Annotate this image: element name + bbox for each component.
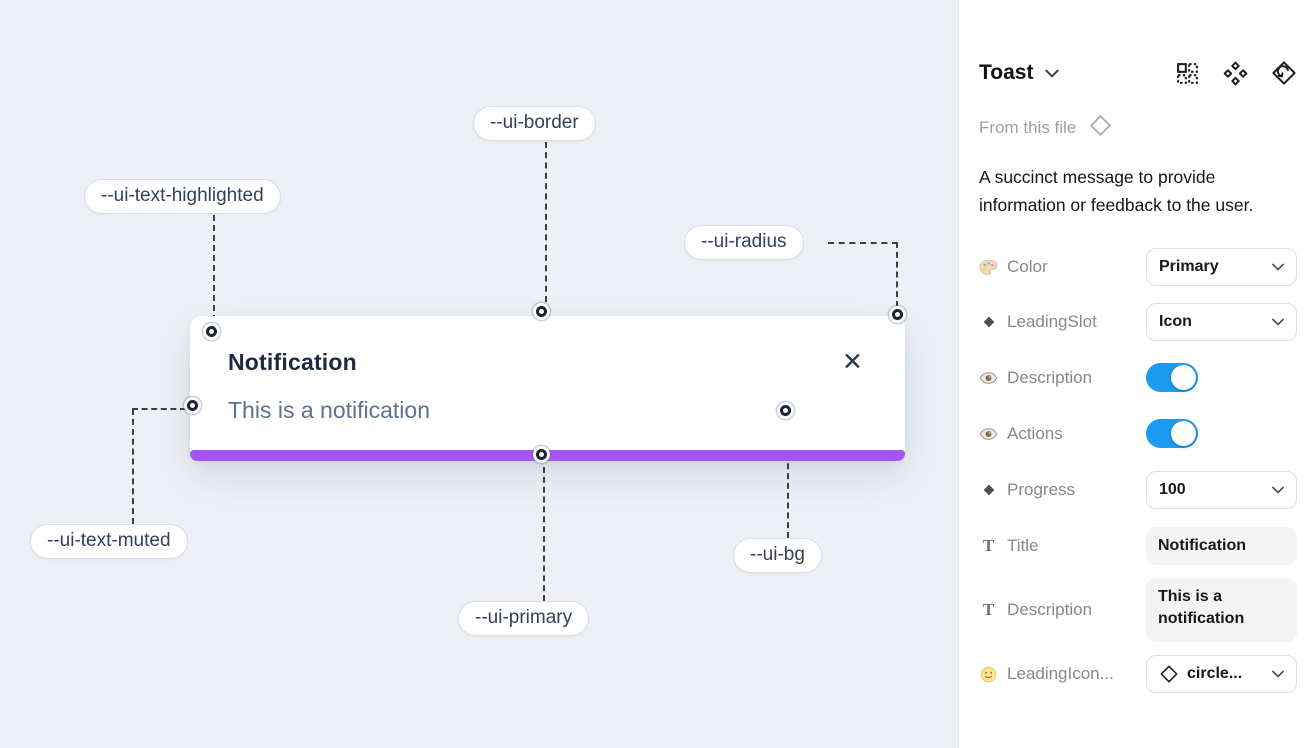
prop-label-title: T Title [979, 536, 1146, 556]
component-canvas: Notification This is a notification ✕ --… [0, 0, 958, 748]
source-label: From this file [979, 118, 1077, 137]
prop-label-leading-slot: LeadingSlot [979, 312, 1146, 332]
component-name[interactable]: Toast [979, 61, 1034, 84]
smiley-icon [979, 666, 998, 683]
prop-row-leading-icon: LeadingIcon... circle... [979, 655, 1297, 693]
instance-grid-icon[interactable] [1175, 61, 1200, 86]
prop-row-description-toggle: Description [979, 363, 1297, 392]
source-row: From this file [979, 113, 1113, 143]
component-description: A succinct message to provide informatio… [979, 167, 1254, 215]
connector-dot-border [536, 306, 547, 317]
prop-row-leading-slot: LeadingSlot Icon [979, 303, 1297, 341]
toggle-knob [1171, 421, 1196, 446]
prop-label-description: Description [979, 368, 1146, 388]
actions-toggle[interactable] [1146, 419, 1198, 448]
prop-row-progress: Progress 100 [979, 471, 1297, 509]
connector-line-bg [787, 424, 789, 538]
toggle-knob [1171, 365, 1196, 390]
title-input[interactable]: Notification [1146, 527, 1297, 565]
properties-panel: Toast [958, 0, 1312, 748]
connector-line-text-muted-h [132, 408, 186, 410]
panel-header: Toast [979, 55, 1297, 91]
connector-line-text-muted-v [132, 409, 134, 524]
connector-dot-radius [892, 309, 903, 320]
diamond-outline-icon [1159, 664, 1179, 684]
connector-line-border [545, 142, 547, 302]
connector-line-radius-h [828, 242, 898, 244]
header-icons [1175, 60, 1297, 86]
prop-label-actions: Actions [979, 424, 1146, 444]
prop-label-color: Color [979, 257, 1146, 277]
chevron-down-icon [1272, 318, 1284, 326]
progress-select[interactable]: 100 [1146, 471, 1297, 509]
diamond-icon [979, 315, 998, 329]
prop-label-progress: Progress [979, 480, 1146, 500]
text-icon: T [982, 536, 995, 555]
prop-row-title: T Title Notification [979, 527, 1297, 565]
token-label-ui-text-highlighted: --ui-text-highlighted [84, 179, 281, 214]
prop-row-actions-toggle: Actions [979, 419, 1297, 448]
chevron-down-icon [1272, 263, 1284, 271]
text-icon: T [982, 600, 995, 619]
toast-progress-bar [190, 450, 905, 461]
connector-line-text-highlighted [213, 215, 215, 321]
close-icon[interactable]: ✕ [842, 348, 863, 376]
description-input[interactable]: This is a notification [1146, 578, 1297, 642]
leading-slot-select[interactable]: Icon [1146, 303, 1297, 341]
prop-row-description-field: T Description This is a notification [979, 578, 1297, 642]
toast-description: This is a notification [228, 397, 430, 423]
connector-line-radius-v [896, 242, 898, 307]
description-toggle[interactable] [1146, 363, 1198, 392]
diamond-outline-icon [1088, 113, 1113, 143]
connector-line-primary [543, 467, 545, 601]
eye-icon [979, 427, 998, 441]
connector-dot-primary [536, 449, 547, 460]
component-icon[interactable] [1223, 61, 1248, 86]
connector-dot-text-highlighted [206, 326, 217, 337]
chevron-down-icon [1272, 670, 1284, 678]
token-label-ui-radius: --ui-radius [684, 225, 804, 260]
return-diamond-icon[interactable] [1271, 60, 1297, 86]
palette-icon [979, 259, 998, 276]
token-label-ui-border: --ui-border [473, 106, 596, 141]
color-select[interactable]: Primary [1146, 248, 1297, 286]
token-label-ui-primary: --ui-primary [458, 601, 590, 636]
chevron-down-icon[interactable] [1045, 69, 1060, 78]
chevron-down-icon [1272, 486, 1284, 494]
connector-dot-bg [780, 405, 791, 416]
prop-label-leading-icon: LeadingIcon... [979, 664, 1146, 684]
prop-label-description-field: T Description [979, 600, 1146, 620]
leading-icon-select[interactable]: circle... [1146, 655, 1297, 693]
token-label-ui-text-muted: --ui-text-muted [30, 524, 188, 559]
diamond-icon [979, 483, 998, 497]
eye-icon [979, 371, 998, 385]
token-label-ui-bg: --ui-bg [733, 538, 822, 573]
prop-row-color: Color Primary [979, 248, 1297, 286]
toast-component: Notification This is a notification ✕ [190, 316, 905, 461]
toast-title: Notification [228, 349, 357, 375]
connector-dot-text-muted [187, 400, 198, 411]
